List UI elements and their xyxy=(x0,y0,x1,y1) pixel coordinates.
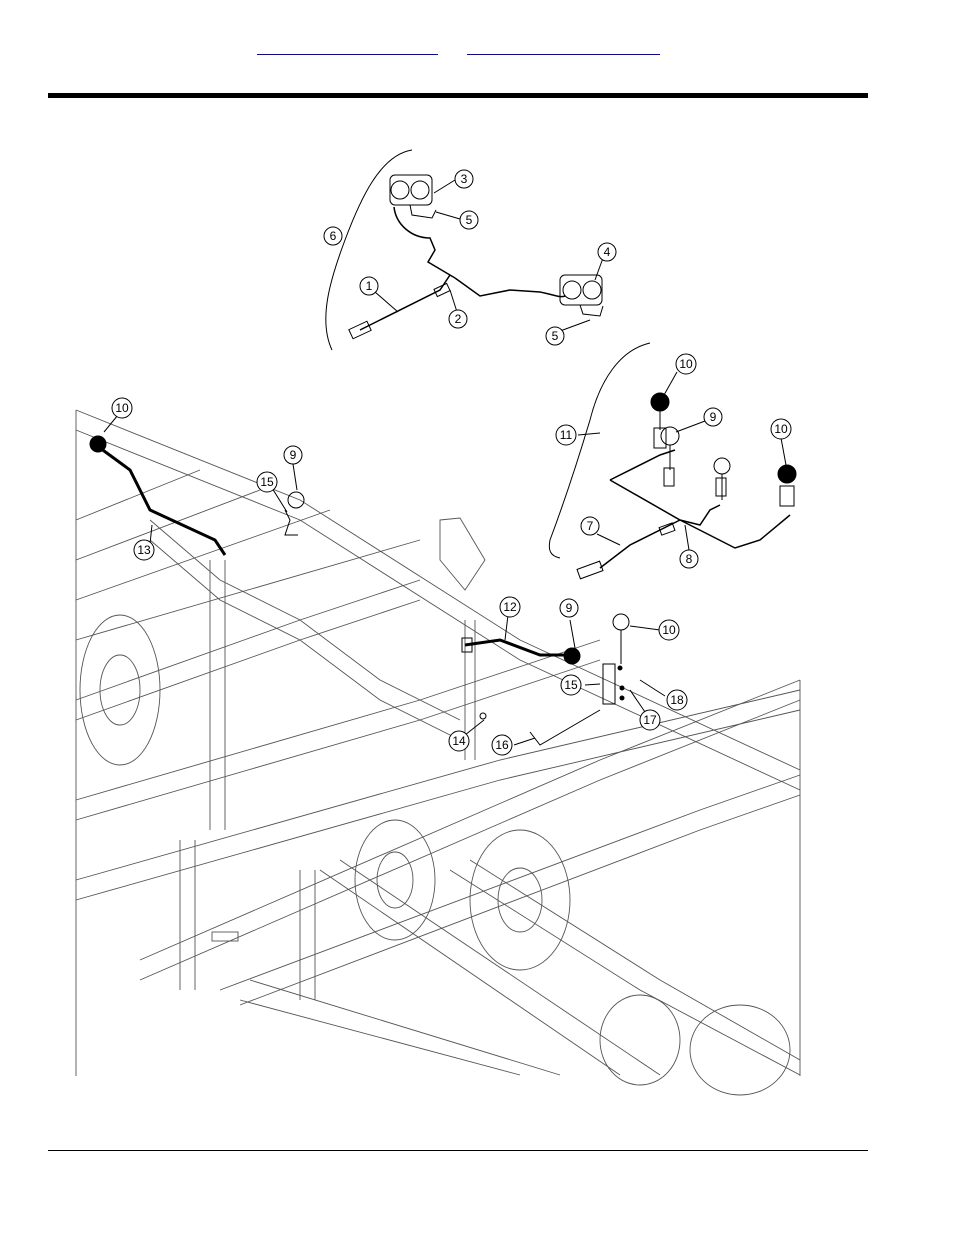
callout-5a-label: 5 xyxy=(466,213,473,227)
footer-rule xyxy=(48,1150,868,1151)
callout-18: 18 xyxy=(667,690,687,710)
harness-group-reflectors xyxy=(549,343,796,579)
callout-10d: 10 xyxy=(659,620,679,640)
callout-9c-label: 9 xyxy=(566,601,573,615)
callout-10a-label: 10 xyxy=(679,357,693,371)
callout-2-label: 2 xyxy=(455,312,462,326)
callout-4-label: 4 xyxy=(604,245,611,259)
callout-16: 16 xyxy=(492,735,512,755)
callout-10d-label: 10 xyxy=(662,623,676,637)
callout-8-label: 8 xyxy=(686,552,693,566)
callout-17-label: 17 xyxy=(643,713,657,727)
callout-1-label: 1 xyxy=(366,279,373,293)
callout-9a: 9 xyxy=(704,408,722,426)
callout-14-label: 14 xyxy=(452,734,466,748)
callout-10a: 10 xyxy=(676,354,696,374)
callout-12-label: 12 xyxy=(503,600,517,614)
callout-1: 1 xyxy=(360,277,378,295)
callout-15a-label: 15 xyxy=(260,475,274,489)
callout-7-label: 7 xyxy=(587,519,594,533)
callout-9b: 9 xyxy=(284,446,302,464)
callout-14: 14 xyxy=(449,731,469,751)
callout-10b-label: 10 xyxy=(774,422,788,436)
callouts: 3 5 6 4 1 2 5 10 9 10 11 7 8 10 9 15 13 … xyxy=(112,170,791,755)
callout-15a: 15 xyxy=(257,472,277,492)
callout-5b-label: 5 xyxy=(552,329,559,343)
callout-11: 11 xyxy=(556,425,576,445)
callout-5a: 5 xyxy=(460,211,478,229)
mounted-parts xyxy=(90,415,665,745)
callout-5b: 5 xyxy=(546,327,564,345)
callout-4: 4 xyxy=(598,243,616,261)
callout-10c-label: 10 xyxy=(115,401,129,415)
callout-15b-label: 15 xyxy=(564,678,578,692)
callout-10c: 10 xyxy=(112,398,132,418)
callout-10b: 10 xyxy=(771,419,791,439)
implement-frame xyxy=(76,410,800,1095)
callout-15b: 15 xyxy=(561,675,581,695)
callout-3: 3 xyxy=(455,170,473,188)
callout-3-label: 3 xyxy=(461,172,468,186)
callout-11-label: 11 xyxy=(560,428,573,442)
callout-2: 2 xyxy=(449,310,467,328)
callout-8: 8 xyxy=(680,550,698,568)
callout-16-label: 16 xyxy=(495,738,509,752)
callout-13: 13 xyxy=(134,540,154,560)
callout-18-label: 18 xyxy=(670,693,684,707)
callout-12: 12 xyxy=(500,597,520,617)
callout-9a-label: 9 xyxy=(710,410,717,424)
callout-17: 17 xyxy=(640,710,660,730)
callout-7: 7 xyxy=(581,517,599,535)
callout-6: 6 xyxy=(324,227,342,245)
callout-9b-label: 9 xyxy=(290,448,297,462)
callout-6-label: 6 xyxy=(330,229,337,243)
callout-9c: 9 xyxy=(560,599,578,617)
callout-13-label: 13 xyxy=(137,543,151,557)
